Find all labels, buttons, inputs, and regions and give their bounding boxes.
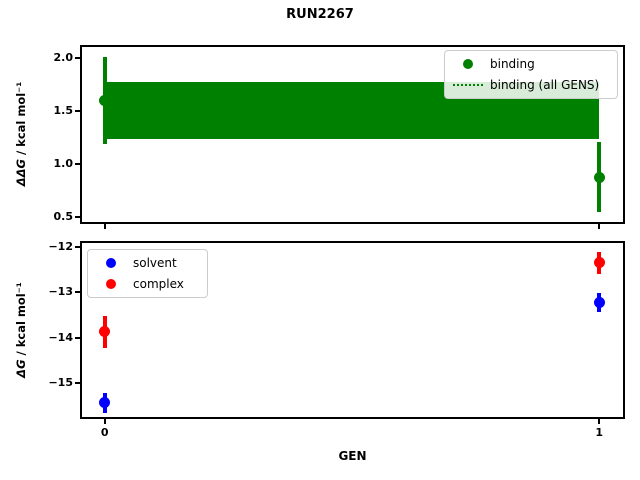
y-tick-label: 1.0 <box>53 156 74 170</box>
x-tick-mark <box>103 417 106 424</box>
y-tick-label: 0.5 <box>53 209 74 223</box>
all-gens-mean-dotted-line <box>104 109 600 112</box>
y-tick-mark <box>75 382 80 385</box>
y-tick-label: −12 <box>48 240 73 254</box>
binding-axes: binding binding (all GENS) 0.5 1.0 1.5 2.0 <box>54 45 625 229</box>
x-tick-mark <box>598 417 601 424</box>
solvent-point <box>593 296 605 308</box>
ddg-units: / kcal mol⁻¹ <box>14 81 28 160</box>
figure-title: RUN2267 <box>286 7 354 22</box>
binding-legend: binding binding (all GENS) <box>444 50 618 99</box>
binding-point <box>593 171 605 183</box>
solvent-point <box>99 397 111 409</box>
y-tick-mark <box>75 162 80 165</box>
y-tick-mark <box>75 109 80 112</box>
binding-point <box>99 94 111 106</box>
legend-marker-col <box>451 59 485 70</box>
legend-label-complex: complex <box>133 276 184 291</box>
dg-units: / kcal mol⁻¹ <box>14 282 28 360</box>
legend-marker-col <box>94 258 128 269</box>
legend-marker-col <box>94 278 128 289</box>
complex-dot-icon <box>106 278 116 289</box>
y-tick-label: −14 <box>48 330 73 344</box>
y-tick-label: 2.0 <box>53 50 74 64</box>
y-tick-label: −13 <box>48 285 73 299</box>
complex-point <box>593 257 605 269</box>
y-tick-label: −15 <box>48 376 73 390</box>
y-tick-mark <box>75 336 80 339</box>
x-tick-label: 0 <box>100 426 109 439</box>
legend-row-complex: complex <box>94 275 199 294</box>
y-tick-mark <box>75 215 80 218</box>
y-tick-label: 1.5 <box>53 103 74 117</box>
binding-dot-icon <box>463 59 473 70</box>
solvent-dot-icon <box>106 258 116 269</box>
top-y-axis-label: ΔΔG / kcal mol⁻¹ <box>14 82 28 187</box>
dg-symbol: ΔG <box>14 359 28 378</box>
dg-legend: solvent complex <box>87 249 208 298</box>
x-axis-label: GEN <box>338 449 367 463</box>
bottom-y-axis-label: ΔG / kcal mol⁻¹ <box>14 282 28 378</box>
x-tick-label: 1 <box>595 426 604 439</box>
legend-marker-col <box>451 83 485 86</box>
legend-row-binding-all-gens: binding (all GENS) <box>451 76 609 95</box>
dg-axes: solvent complex −15 −14 −13 −12 0 1 <box>48 240 625 439</box>
y-tick-mark <box>75 246 80 249</box>
y-tick-mark <box>75 291 80 294</box>
legend-label-binding: binding <box>490 57 535 72</box>
legend-label-solvent: solvent <box>133 256 177 271</box>
y-tick-mark <box>75 56 80 59</box>
x-tick-mark <box>598 222 601 229</box>
complex-point <box>99 326 111 338</box>
legend-label-binding-all-gens: binding (all GENS) <box>490 77 600 92</box>
ddg-symbol: ΔΔG <box>14 159 28 187</box>
binding-all-gens-dotted-line-icon <box>453 83 483 86</box>
legend-row-solvent: solvent <box>94 254 199 273</box>
legend-row-binding: binding <box>451 55 609 74</box>
x-tick-mark <box>103 222 106 229</box>
